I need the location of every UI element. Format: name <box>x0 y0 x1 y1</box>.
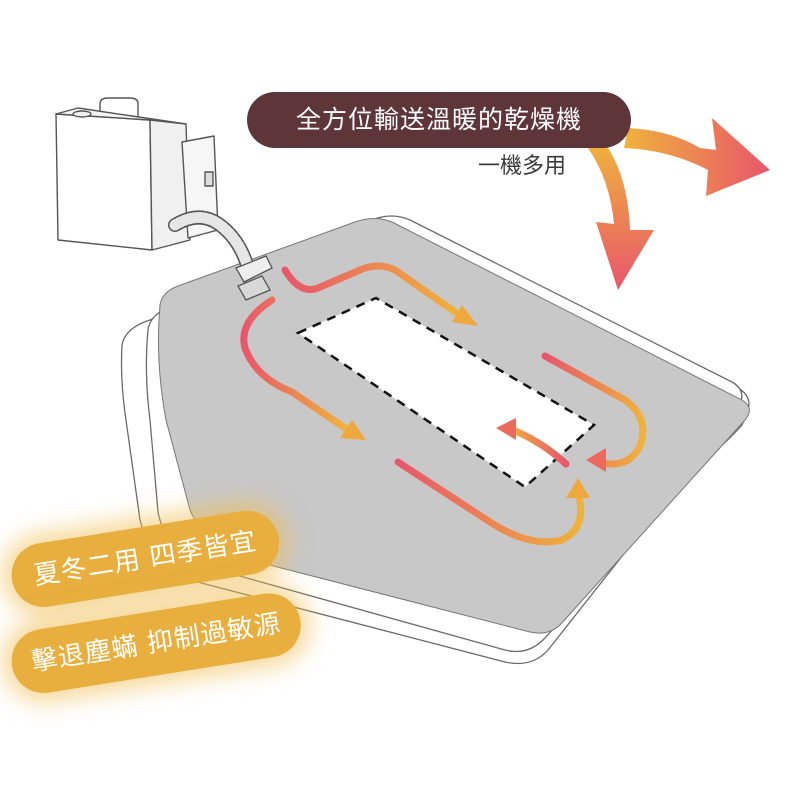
dryer-body-front <box>55 113 153 251</box>
dryer-vent <box>204 171 214 187</box>
airflow-left <box>240 296 349 432</box>
airflow-bottom <box>394 458 585 546</box>
dryer-button <box>72 110 92 118</box>
outward-arrow-down <box>588 142 654 290</box>
headline-pill: 全方位輸送溫暖的乾燥機 <box>247 92 631 148</box>
dryer-machine-icon <box>55 97 219 251</box>
hose-icon <box>168 210 273 301</box>
outward-arrow-right <box>624 118 770 196</box>
airflow-top <box>281 262 459 316</box>
hose-connector <box>237 275 271 301</box>
dryer-handle <box>99 97 139 118</box>
airflow-arrowheads <box>340 305 606 498</box>
outward-arrows <box>588 118 770 290</box>
subheadline: 一機多用 <box>478 154 567 179</box>
airflow-arrow-icon <box>452 305 478 326</box>
airflow-arrow-icon <box>566 478 590 498</box>
airflow-arrow-icon <box>586 448 606 472</box>
hose-nozzle <box>235 255 273 283</box>
airflow-right <box>541 352 647 468</box>
airflow-paths <box>240 262 647 546</box>
airflow-arrow-icon <box>496 418 516 440</box>
airflow-arrow-icon <box>340 420 366 440</box>
dashed-zone <box>295 296 597 489</box>
